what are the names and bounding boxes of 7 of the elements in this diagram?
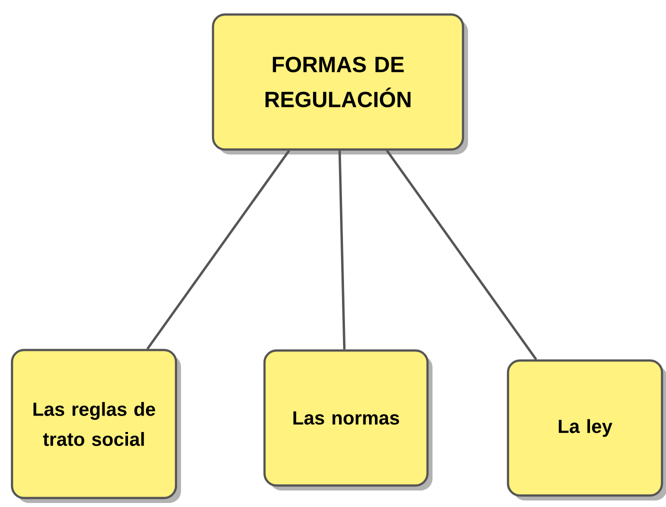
title-box: FORMAS DE REGULACIÓN [212, 13, 468, 154]
connector-line [146, 150, 290, 350]
connector-line [386, 150, 538, 360]
concept-box: Las normas [263, 349, 432, 490]
concept-box: La ley [506, 359, 666, 500]
connector-line [338, 150, 346, 350]
concept-box: Las reglas de trato social [10, 348, 181, 503]
